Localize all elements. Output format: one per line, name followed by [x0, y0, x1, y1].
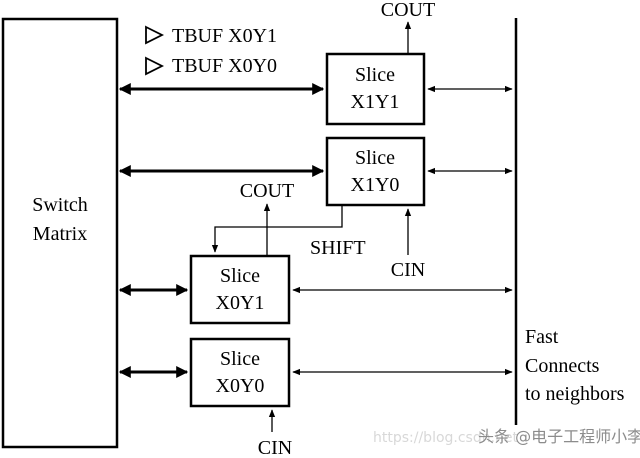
slice-x0y1-label-line2: X0Y1: [216, 292, 265, 314]
slice-x0y0-box: [189, 337, 291, 408]
slice-x0y1-box: [189, 254, 291, 325]
fast-connects-label-line3: to neighbors: [525, 383, 625, 405]
watermark-author: 头条 @电子工程师小李: [478, 427, 640, 446]
switch-matrix-label-line2: Matrix: [33, 223, 87, 245]
shift-arrow: [211, 205, 343, 253]
cout-top-label: COUT: [381, 0, 435, 21]
slice-x1y1-box: [325, 52, 426, 126]
slice-x1y0-label-line2: X1Y0: [351, 174, 400, 196]
tbuf-x0y1-label: TBUF X0Y1: [172, 25, 277, 47]
slice-x1y1-label-line1: Slice: [355, 64, 395, 86]
cin-mid-label: CIN: [391, 259, 425, 281]
tbuf-x0y0-triangle-icon: [145, 56, 165, 76]
switch-matrix-label-line1: Switch: [32, 194, 88, 216]
watermark-url: https://blog.csdn.net: [373, 430, 519, 446]
slice-x1y0-label-line1: Slice: [355, 147, 395, 169]
slice-x1y0-box: [325, 136, 426, 207]
tbuf-x0y1-triangle-icon: [145, 25, 165, 45]
slice-x0y0-label-line2: X0Y0: [216, 375, 265, 397]
fast-connects-label-line1: Fast: [525, 326, 559, 348]
switch-matrix-box: [1, 17, 119, 449]
shift-label: SHIFT: [310, 237, 366, 259]
slice-x0y0-label-line1: Slice: [220, 348, 260, 370]
cin-bottom-label: CIN: [258, 437, 292, 458]
slice-x1y1-label-line2: X1Y1: [351, 91, 400, 113]
cout-mid-label: COUT: [240, 180, 294, 202]
slice-x0y1-label-line1: Slice: [220, 265, 260, 287]
tbuf-x0y0-label: TBUF X0Y0: [172, 55, 277, 77]
fast-connects-label-line2: Connects: [525, 355, 600, 377]
